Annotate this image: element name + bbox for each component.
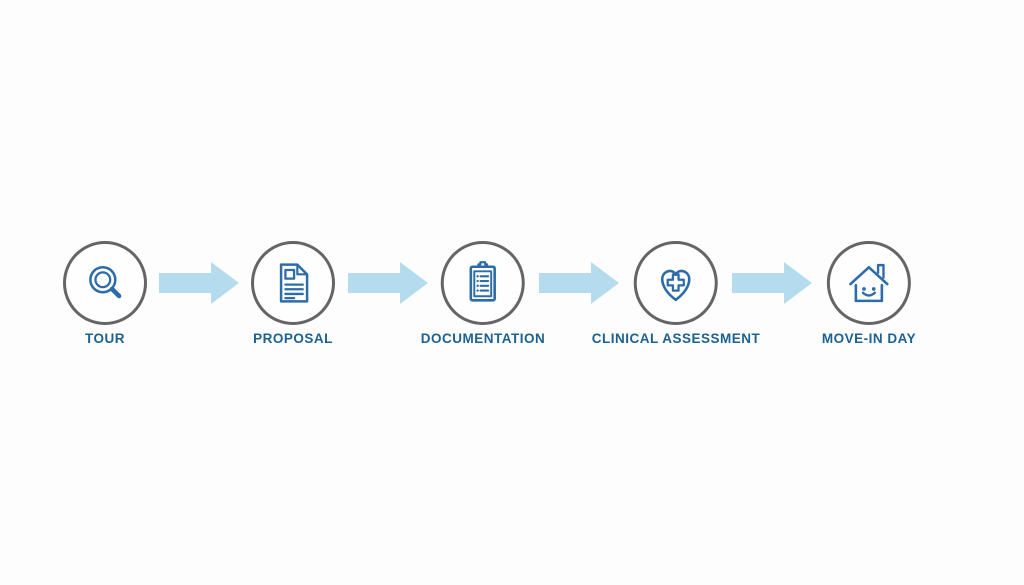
magnifier-icon — [89, 266, 122, 299]
clipboard-icon — [469, 261, 497, 302]
right-arrow-icon — [539, 262, 619, 304]
step-circle — [633, 241, 718, 325]
right-arrow-icon — [732, 262, 812, 304]
step-label: CLINICAL ASSESSMENT — [591, 331, 761, 346]
step-tour: TOUR — [63, 241, 147, 346]
step-label: DOCUMENTATION — [420, 331, 546, 346]
step-label: TOUR — [84, 331, 125, 346]
step-label: MOVE-IN DAY — [821, 331, 917, 346]
step-circle — [63, 241, 147, 325]
heart-cross-icon — [661, 269, 691, 302]
step-circle — [251, 241, 335, 325]
step-label: PROPOSAL — [253, 331, 333, 346]
right-arrow-icon — [348, 262, 428, 304]
step-circle — [441, 241, 525, 325]
step-move-in-day: MOVE-IN DAY — [822, 241, 916, 346]
right-arrow-icon — [159, 262, 239, 304]
step-documentation: DOCUMENTATION — [421, 241, 546, 346]
step-proposal: PROPOSAL — [251, 241, 335, 346]
step-circle — [826, 241, 911, 325]
document-icon — [279, 263, 309, 303]
step-clinical-assessment: CLINICAL ASSESSMENT — [592, 241, 761, 346]
house-icon — [849, 263, 889, 303]
